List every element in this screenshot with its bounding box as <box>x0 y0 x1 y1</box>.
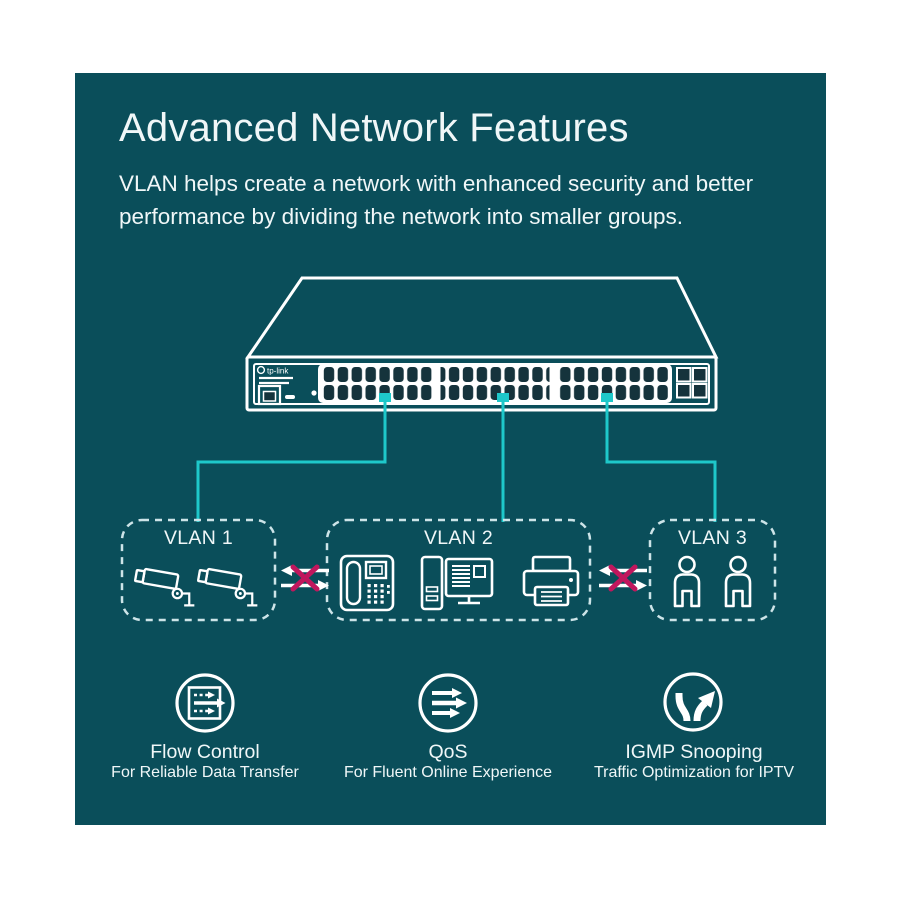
page-title: Advanced Network Features <box>119 106 629 150</box>
cctv-camera-icon <box>197 567 258 607</box>
person-icon <box>673 555 701 608</box>
vlan2-label: VLAN 2 <box>423 527 493 549</box>
page-subtitle: VLAN helps create a network with enhance… <box>119 171 754 229</box>
vlan1-label: VLAN 1 <box>163 527 233 549</box>
uplink-port-3 <box>601 393 613 402</box>
feature-igmp-snooping-description: Traffic Optimization for IPTV <box>593 764 795 781</box>
feature-flow-control-description: For Reliable Data Transfer <box>111 764 299 781</box>
switch-illustration: tp-link <box>245 276 719 412</box>
feature-flow-control-label: Flow Control <box>150 741 260 763</box>
printer-icon <box>522 555 580 607</box>
vlan1-box <box>120 518 277 622</box>
svg-text:tp-link: tp-link <box>267 367 289 376</box>
ip-phone-icon <box>339 554 395 612</box>
vlan3-label: VLAN 3 <box>677 527 747 549</box>
qos-icon <box>418 673 478 733</box>
feature-qos-description: For Fluent Online Experience <box>343 764 553 781</box>
uplink-port-1 <box>379 393 391 402</box>
vlan3-box <box>648 518 777 622</box>
desktop-computer-icon <box>420 555 494 611</box>
feature-qos-label: QoS <box>428 741 468 763</box>
cctv-camera-icon <box>134 567 195 607</box>
vlan-cables <box>196 401 717 522</box>
flow-control-icon <box>175 673 235 733</box>
cable-vlan1 <box>196 401 387 522</box>
uplink-port-2 <box>497 393 509 402</box>
reset-button <box>285 395 295 399</box>
network-diagram: tp-link <box>120 276 777 733</box>
console-port <box>257 384 282 406</box>
status-led <box>311 390 317 396</box>
blocked-communication-icon <box>599 564 647 592</box>
blocked-communication-icon <box>281 564 329 592</box>
cable-vlan3 <box>605 401 717 522</box>
sfp-port-block <box>676 367 708 399</box>
tp-link-logo: tp-link <box>256 365 293 385</box>
rj45-port-block <box>318 364 672 403</box>
person-icon <box>724 555 752 608</box>
feature-igmp-snooping-label: IGMP Snooping <box>625 741 763 763</box>
igmp-snooping-icon <box>663 672 723 732</box>
